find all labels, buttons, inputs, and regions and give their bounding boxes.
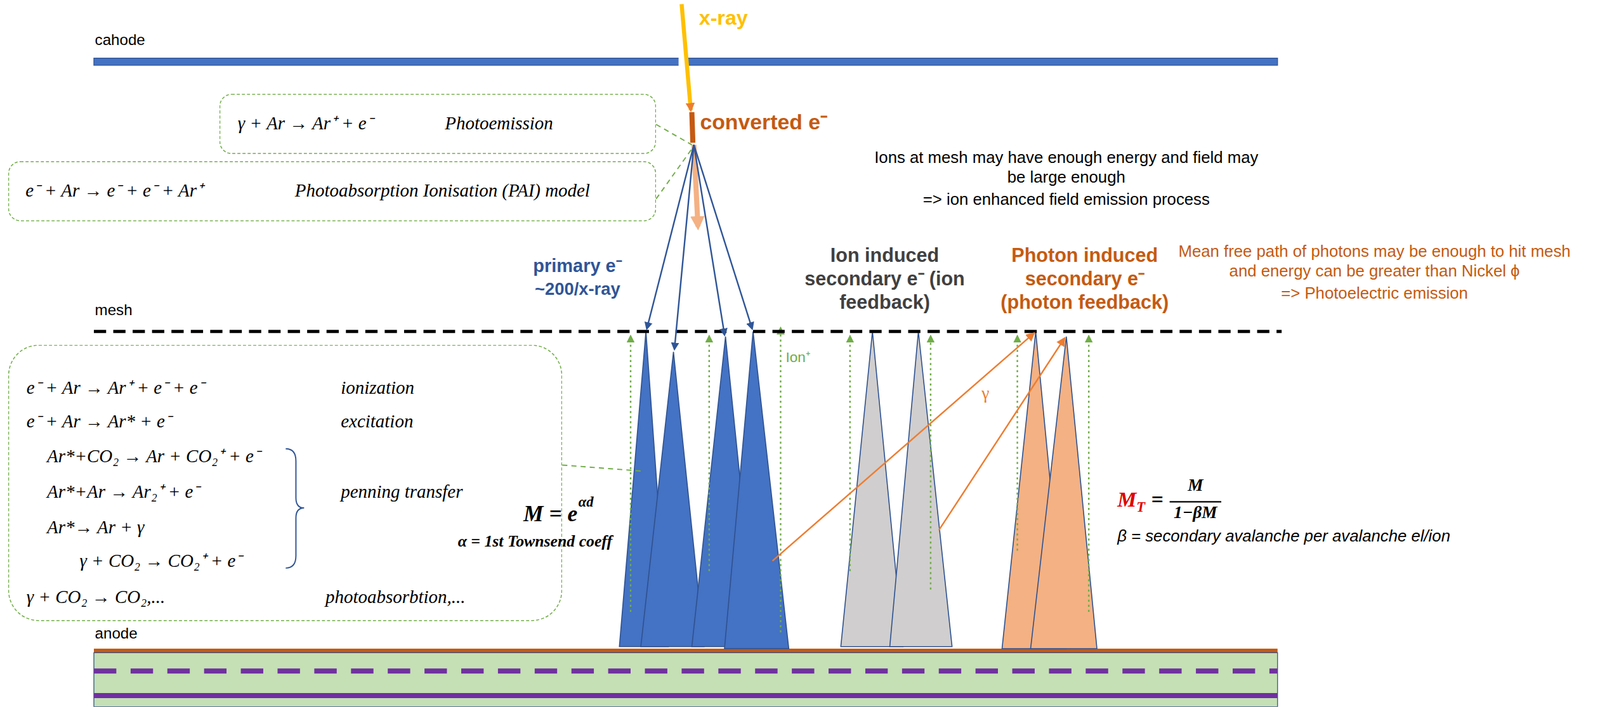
reaction-text: γ + CO₂ → CO₂,... [26,586,165,610]
reaction-text: e⁻ + Ar → Ar⁺ + e⁻ + e⁻ [26,377,204,400]
conversion-track [692,112,694,143]
ion-label: Ion⁺ [785,348,811,367]
anode-strip [93,649,1278,653]
drawing-part [849,336,851,572]
reaction-text: e⁻ + Ar → e⁻ + e⁻ + Ar⁺ [25,180,203,204]
reaction-text: excitation [340,411,414,434]
reaction-text: Ar*+Ar → Ar₂⁺ + e⁻ [46,481,200,504]
drawing-part [1088,336,1090,613]
ion-drift-arrows [630,328,1089,633]
electrode-label: anode [95,624,138,643]
total-gain-symbol: M [1117,487,1137,514]
readout-plane [93,693,1278,699]
avalanche-label: Ion induced secondary e⁻ (ion feedback) [800,244,969,315]
electrode-label: mesh [95,300,133,320]
fraction-numerator: M [1187,475,1203,497]
total-gain-subscript: T [1136,499,1146,518]
reaction-text: penning transfer [340,481,463,504]
readout-strips [93,668,1278,674]
drawing-part [938,338,1065,531]
reaction-text: γ + Ar → Ar⁺ + e⁻ [237,113,373,136]
drawing-part [779,328,781,633]
reaction-box: e⁻ + Ar → Ar⁺ + e⁻ + e⁻ ionization e⁻ + Ar… [8,345,563,622]
beam-label: x-ray [699,5,748,30]
formula-note: α = 1st Townsend coeff [458,531,613,552]
process-note: => Photoelectric emission [1174,283,1575,304]
reaction-text: Photoabsorption Ionisation (PAI) model [295,180,591,204]
avalanche-label: Photon induced secondary e⁻ (photon feed… [986,244,1183,315]
gain-formula: M = e [523,501,578,528]
equals-sign: = [1151,487,1164,514]
anode-substrate [93,652,1278,707]
drawing-part [1030,336,1098,650]
drawing-part [640,352,705,648]
drawing-part [655,124,692,145]
drawing-part [772,333,1035,562]
process-note: => ion enhanced field emission process [852,189,1281,210]
mesh-line [93,329,1282,334]
drawing-part [647,144,695,329]
drawing-part [930,336,932,591]
fraction-denominator: 1−βM [1173,503,1218,525]
reaction-text: γ + CO₂ → CO₂⁺ + e⁻ [79,551,242,574]
avalanche-label: ~200/x-ray [496,279,660,301]
drawing-part [890,331,953,648]
process-note: Ions at mesh may have enough energy and … [870,147,1263,188]
drawing-part [694,144,725,335]
drawing-part [562,465,643,472]
drawing-part [655,149,692,200]
reaction-text: Photoemission [444,113,553,136]
reaction-text: Ar*+CO₂ → Ar + CO₂⁺ + e⁻ [46,445,261,469]
process-note: Mean free path of photons may be enough … [1174,241,1575,282]
process-box: e⁻ + Ar → e⁻ + e⁻ + Ar⁺ Photoabsorption I… [8,161,656,222]
reaction-text: Ar*→ Ar + γ [46,517,145,540]
avalanche-label: primary e⁻ [496,256,660,279]
photon-paths [772,333,1065,562]
penning-bracket [285,449,304,569]
reaction-text: e⁻ + Ar → Ar* + e⁻ [26,411,172,434]
drawing-part [1016,336,1018,552]
photon-label: γ [981,383,990,405]
gain-exponent: αd [578,494,594,512]
primary-avalanches [619,331,789,650]
ion-feedback-avalanches [840,331,952,648]
primary-electron-paths [647,144,753,349]
drawing-part [694,144,753,329]
xray-arrow [681,3,691,110]
fraction-bar [1169,501,1222,503]
electrode-label: cahode [95,30,146,49]
formula-note: β = secondary avalanche per avalanche el… [1117,527,1451,547]
photon-feedback-avalanches [1001,331,1097,650]
drawing-part [629,336,632,613]
drawing-part [708,336,710,572]
process-box: γ + Ar → Ar⁺ + e⁻ Photoemission [219,93,656,155]
electron-label: converted e⁻ [699,109,828,136]
drawing-part [674,144,695,349]
drawing-part [724,331,789,650]
reaction-text: photoabsorbtion,... [325,586,466,610]
reaction-text: ionization [340,377,415,400]
